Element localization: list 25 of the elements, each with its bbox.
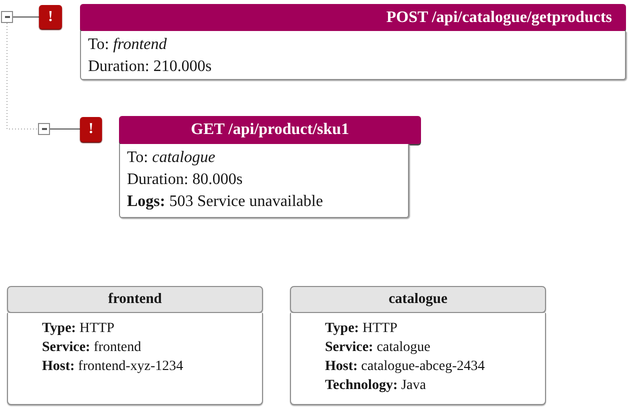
service-name: frontend (7, 286, 263, 313)
property-line: Type: HTTP (42, 320, 114, 338)
dotted-tree-line (6, 22, 38, 130)
collapse-toggle (38, 123, 50, 135)
property-line: Type: HTTP (325, 320, 398, 338)
detail-line: Duration: 210.000s (88, 57, 212, 77)
error-badge: ! (39, 5, 62, 29)
collapse-toggle (1, 11, 13, 23)
request-details-panel (80, 31, 626, 80)
property-line: Host: frontend-xyz-1234 (42, 358, 184, 376)
service-name: catalogue (290, 286, 546, 313)
service-details-panel (7, 313, 263, 405)
request-details-panel (119, 144, 409, 218)
detail-line: Logs: 503 Service unavailable (127, 192, 323, 212)
service-details-panel (290, 313, 546, 405)
error-badge: ! (80, 117, 102, 142)
request-title: GET /api/product/sku1 (119, 116, 421, 144)
property-line: Host: catalogue-abceg-2434 (325, 358, 485, 376)
property-line: Technology: Java (325, 377, 426, 395)
detail-line: To: frontend (88, 35, 167, 55)
detail-line: Duration: 80.000s (127, 170, 243, 190)
property-line: Service: catalogue (325, 339, 430, 357)
detail-line: To: catalogue (127, 148, 216, 168)
property-line: Service: frontend (42, 339, 142, 357)
request-title: POST /api/catalogue/getproducts (80, 4, 626, 31)
